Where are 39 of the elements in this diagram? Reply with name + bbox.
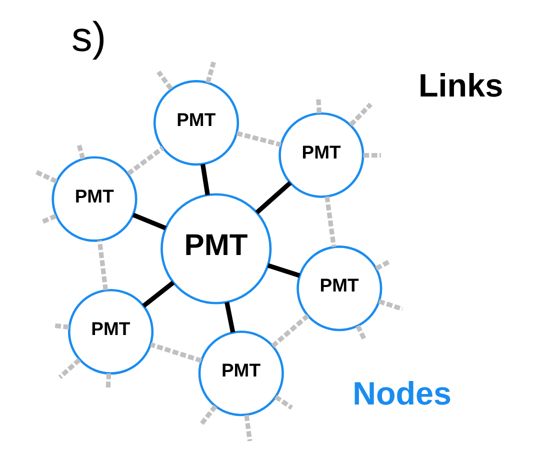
connector xyxy=(378,299,403,312)
connector xyxy=(236,131,282,147)
node-circle: PMT xyxy=(67,288,154,375)
connector xyxy=(105,373,111,388)
connector xyxy=(244,414,252,442)
connector xyxy=(254,181,292,214)
connector xyxy=(198,404,217,426)
connector xyxy=(348,102,372,127)
connector xyxy=(150,342,202,363)
connector xyxy=(58,358,80,379)
connector xyxy=(40,214,56,224)
connector xyxy=(205,62,216,84)
node-circle: PMT xyxy=(198,330,284,416)
connector xyxy=(224,302,235,333)
node-circle: PMT xyxy=(51,156,137,242)
connector xyxy=(156,70,172,90)
node-circle: PMT xyxy=(296,246,382,332)
connector xyxy=(132,212,166,230)
connector xyxy=(200,164,210,196)
connector xyxy=(270,314,309,348)
connector xyxy=(126,146,164,176)
connector xyxy=(374,259,391,271)
node-circle: PMT xyxy=(152,80,239,166)
connector xyxy=(324,196,336,248)
node-circle: PMT xyxy=(160,193,272,304)
connector xyxy=(76,143,85,160)
legend-label: Nodes xyxy=(352,375,452,412)
connector xyxy=(96,240,108,290)
legend-label: Links xyxy=(418,68,503,104)
label: s) xyxy=(70,12,106,60)
connector xyxy=(53,323,69,330)
connector xyxy=(274,394,293,410)
connector xyxy=(315,96,321,114)
node-circle: PMT xyxy=(278,112,364,198)
connector xyxy=(355,324,366,340)
connector xyxy=(266,263,300,278)
connector xyxy=(35,170,57,184)
connector xyxy=(142,280,174,308)
connector xyxy=(362,152,380,158)
